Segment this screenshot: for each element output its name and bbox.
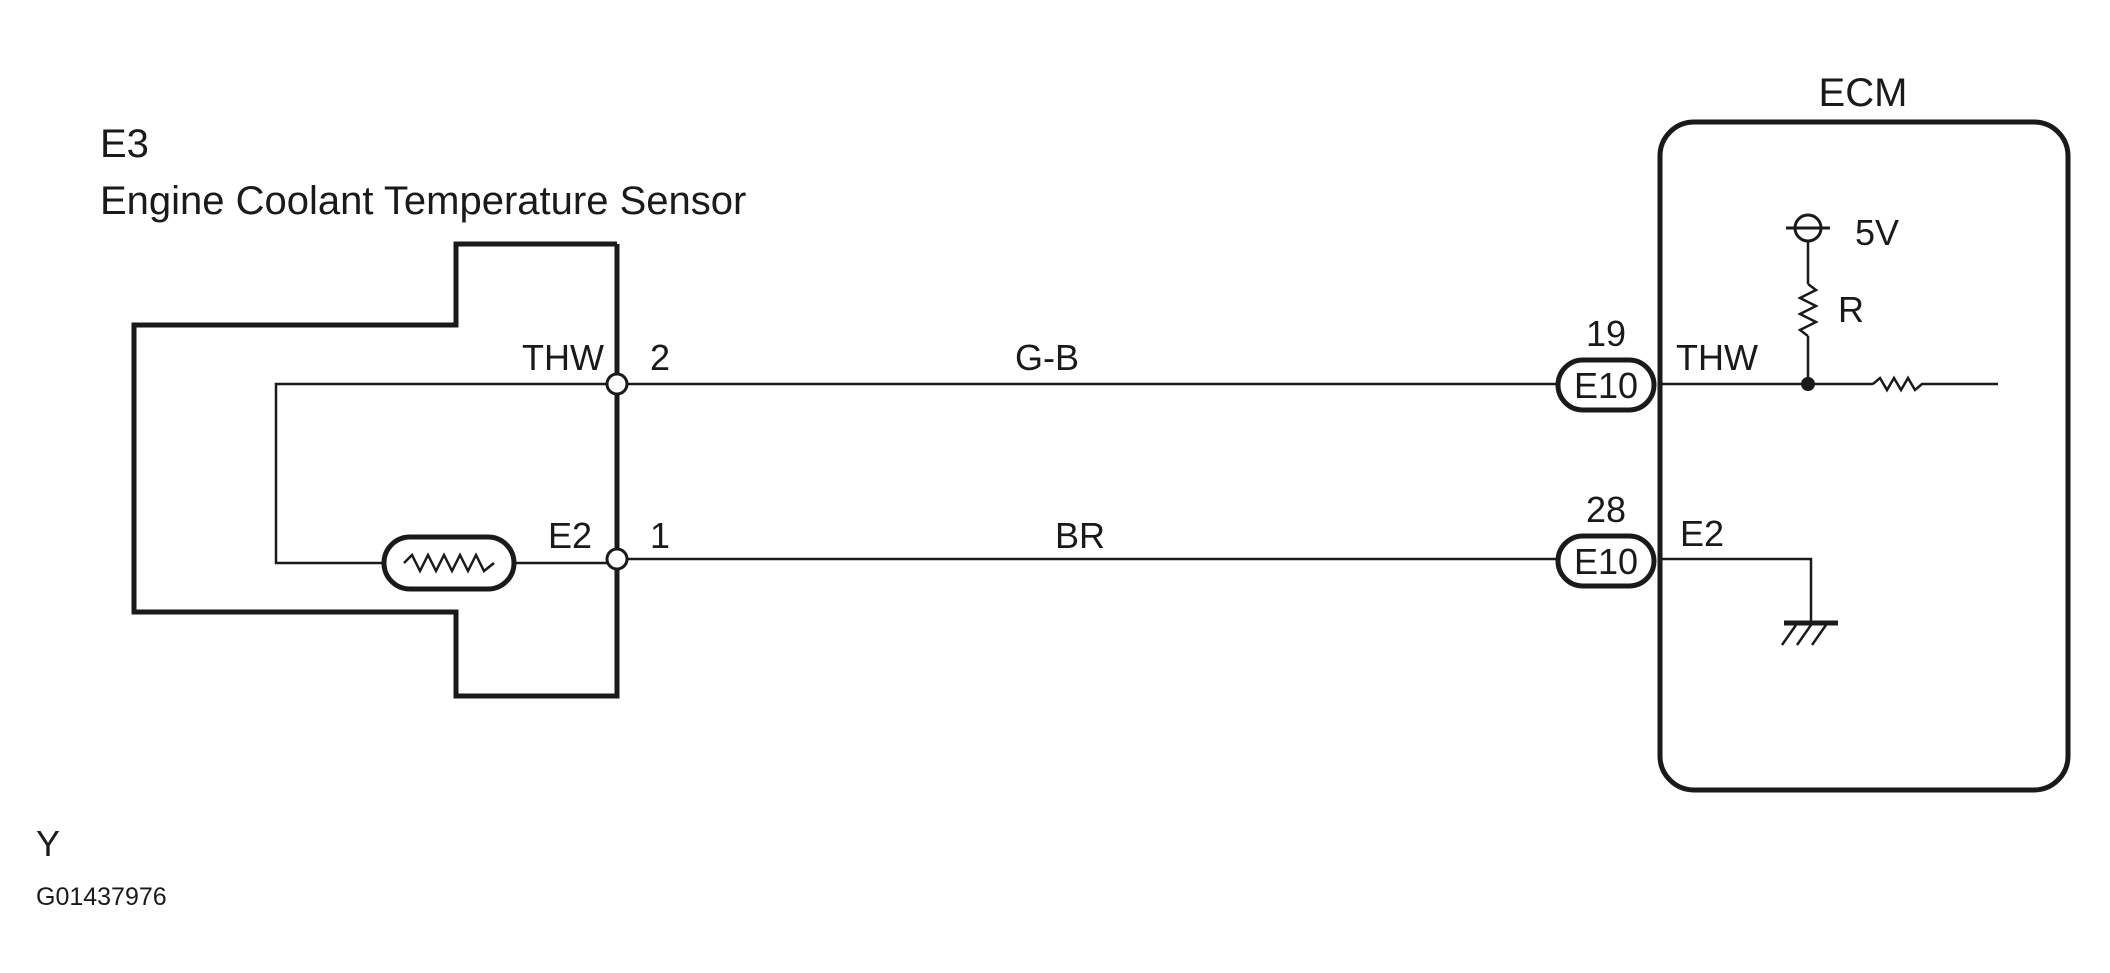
sensor-name: Engine Coolant Temperature Sensor bbox=[100, 179, 746, 223]
footer-marker: Y bbox=[36, 823, 60, 864]
ecm-connector-e10-top bbox=[1555, 357, 1657, 413]
ecm-resistor-label: R bbox=[1838, 289, 1864, 330]
sensor-internal-loop bbox=[274, 382, 617, 565]
wire-color-gb: G-B bbox=[1015, 337, 1079, 378]
wire-color-br: BR bbox=[1055, 515, 1105, 556]
ecm-connector-e10-top-label: E10 bbox=[1574, 365, 1638, 406]
sensor-housing bbox=[131, 241, 620, 699]
sensor-terminal-2 bbox=[605, 372, 629, 396]
ground-icon bbox=[1780, 624, 1828, 646]
ecm-connector-e10-bottom-label: E10 bbox=[1574, 541, 1638, 582]
thermistor-body bbox=[381, 534, 517, 592]
sensor-pin-thw-label: THW bbox=[522, 337, 604, 378]
ecm-pullup-resistor-icon bbox=[1797, 283, 1819, 337]
figure-id: G01437976 bbox=[36, 883, 167, 911]
sensor-terminal-1 bbox=[605, 547, 629, 571]
ecm-pin-19-number: 19 bbox=[1586, 313, 1626, 354]
ecm-pin-28-number: 28 bbox=[1586, 489, 1626, 530]
thermistor-zigzag-icon bbox=[403, 552, 495, 574]
ecm-box bbox=[1657, 119, 2071, 793]
sensor-code: E3 bbox=[100, 122, 149, 166]
ecm-e2-ground-wire bbox=[1660, 557, 1813, 623]
ecm-connector-e10-bottom bbox=[1555, 533, 1657, 589]
sensor-pin-1-number: 1 bbox=[650, 515, 670, 556]
ecm-supply-label: 5V bbox=[1855, 212, 1899, 253]
ecm-input-resistor-icon bbox=[1872, 375, 1998, 393]
sensor-pin-e2-label: E2 bbox=[548, 515, 592, 556]
ecm-thw-label: THW bbox=[1676, 337, 1758, 378]
ecm-e2-label: E2 bbox=[1680, 513, 1724, 554]
sensor-pin-2-number: 2 bbox=[650, 337, 670, 378]
ecm-title: ECM bbox=[1819, 71, 1908, 115]
